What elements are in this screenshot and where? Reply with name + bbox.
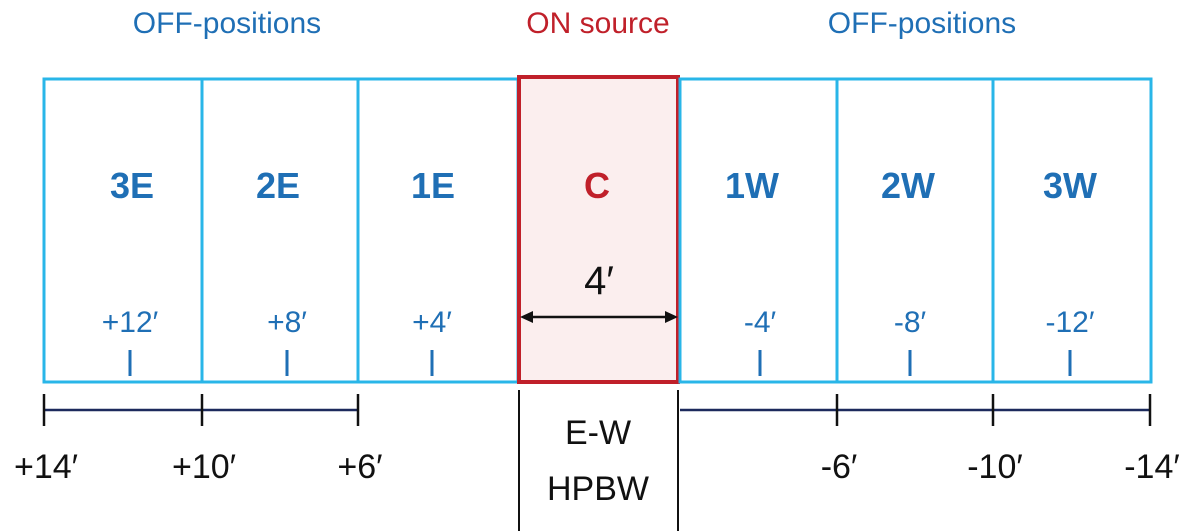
axis-tick-label: -14′ [1124, 448, 1180, 486]
beam-width-arrow-right-head [665, 311, 678, 323]
box-1e-offset: +4′ [412, 306, 452, 339]
header-on-source: ON source [526, 7, 669, 40]
box-1w: 1W -4′ [678, 77, 839, 384]
hpbw-band: E-W HPBW [518, 390, 679, 531]
box-3w-label: 3W [1043, 165, 1097, 206]
box-3e-frame [42, 77, 204, 384]
header-off-positions-left: OFF-positions [133, 7, 321, 40]
offset-axis: +14′ +10′ +6′ -6′ -10′ -14′ [14, 394, 1180, 486]
box-1w-label: 1W [725, 165, 779, 206]
axis-tick-label: +10′ [172, 448, 236, 486]
box-3e: 3E +12′ [42, 77, 204, 384]
box-1e-label: 1E [411, 165, 455, 206]
box-2w-label: 2W [881, 165, 935, 206]
box-3e-label: 3E [110, 165, 154, 206]
box-3w-frame [991, 77, 1153, 384]
header-off-positions-right: OFF-positions [828, 7, 1016, 40]
box-1w-frame [678, 77, 839, 384]
box-2e-label: 2E [256, 165, 300, 206]
box-2w-frame [835, 77, 995, 384]
box-2e-frame [200, 77, 360, 384]
box-1e-frame [356, 77, 520, 384]
box-1w-offset: -4′ [744, 306, 777, 339]
hpbw-label-line1: E-W [565, 414, 631, 452]
axis-tick-label: -10′ [967, 448, 1023, 486]
beam-width-label: 4′ [584, 259, 614, 303]
box-c-on-source: C 4′ [517, 75, 680, 384]
box-c-frame [517, 75, 680, 384]
box-3e-offset: +12′ [102, 306, 159, 339]
box-2e: 2E +8′ [200, 77, 360, 384]
axis-tick-label: -6′ [821, 448, 858, 486]
box-2w: 2W -8′ [835, 77, 995, 384]
axis-tick-label: +6′ [337, 448, 382, 486]
axis-tick-label: +14′ [14, 448, 78, 486]
box-2e-offset: +8′ [267, 306, 307, 339]
beam-width-arrow-left-head [520, 311, 533, 323]
box-1e: 1E +4′ [356, 77, 520, 384]
box-c-label: C [584, 165, 610, 206]
hpbw-label-line2: HPBW [547, 470, 649, 508]
box-3w-offset: -12′ [1046, 306, 1095, 339]
box-3w: 3W -12′ [991, 77, 1153, 384]
box-2w-offset: -8′ [894, 306, 927, 339]
